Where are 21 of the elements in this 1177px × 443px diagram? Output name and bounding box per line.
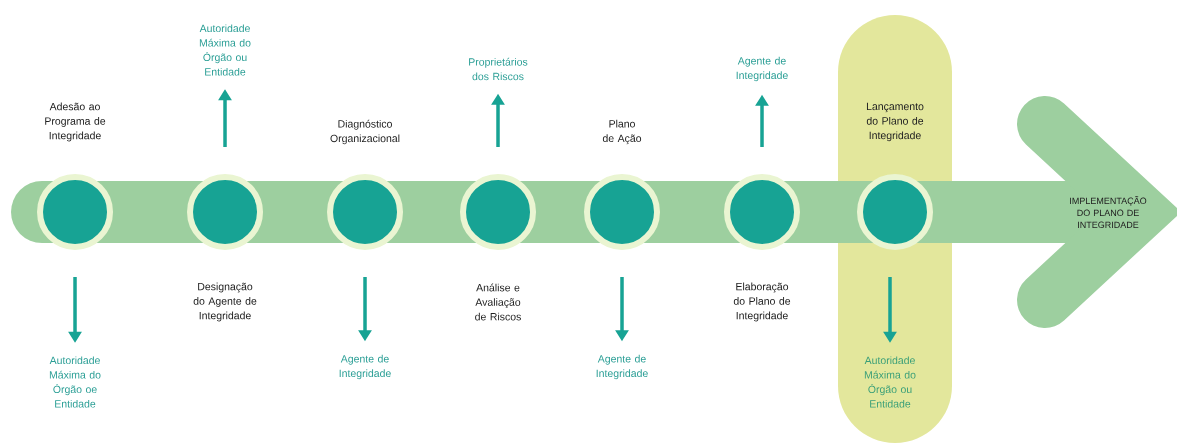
role-label: Agente de Integridade — [736, 56, 788, 82]
step-label: Plano de Ação — [602, 119, 642, 145]
step-label: Análise e Avaliação de Riscos — [475, 283, 521, 321]
step-circle — [187, 174, 263, 250]
step-circle — [584, 174, 660, 250]
role-label: Autoridade Máxima do Órgão oe Entidade — [49, 356, 101, 408]
step-label: Diagnóstico Organizacional — [330, 119, 400, 145]
step-circle — [327, 174, 403, 250]
role-label: Agente de Integridade — [339, 354, 391, 380]
step-label: Elaboração do Plano de Integridade — [733, 282, 791, 322]
role-label: Autoridade Máxima do Órgão ou Entidade — [864, 356, 916, 408]
step-circle — [724, 174, 800, 250]
step-label: Designação do Agente de Integridade — [193, 282, 257, 322]
role-label: Agente de Integridade — [596, 354, 648, 380]
step-label: Lançamento do Plano de Integridade — [866, 102, 924, 142]
step-label: Adesão ao Programa de Integridade — [45, 102, 106, 142]
role-label: Proprietários dos Riscos — [469, 57, 528, 81]
step-circle — [37, 174, 113, 250]
step-circle — [460, 174, 536, 250]
arrow-label: IMPLEMENTAÇÃO DO PLANO DE INTEGRIDADE — [1070, 196, 1147, 228]
role-label: Autoridade Máxima do Órgão ou Entidade — [199, 24, 251, 76]
